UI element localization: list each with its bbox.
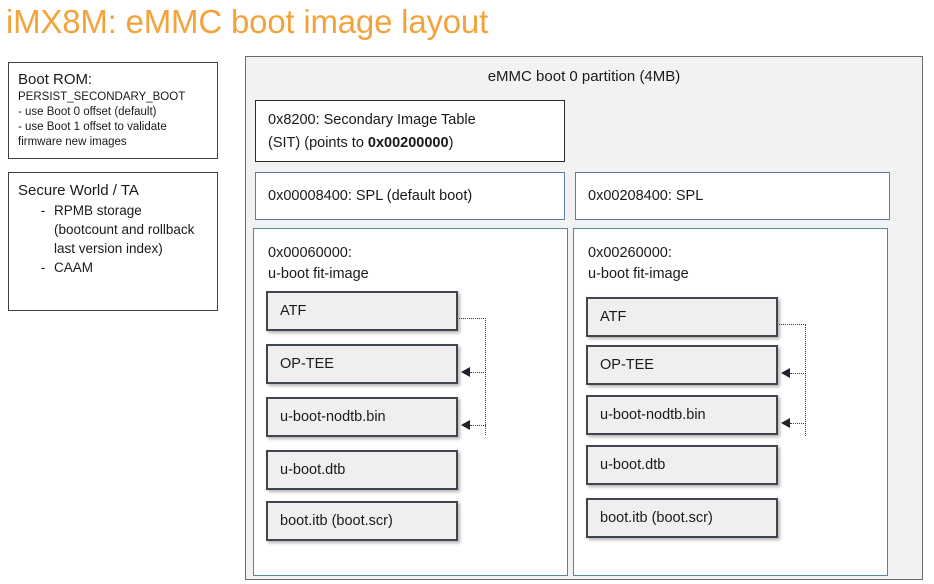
sit-line-1: 0x8200: Secondary Image Table xyxy=(268,112,476,128)
boot-rom-box: Boot ROM: PERSIST_SECONDARY_BOOT - use B… xyxy=(8,62,218,159)
bullet-dash-icon: - xyxy=(40,260,46,275)
page-title: iMX8M: eMMC boot image layout xyxy=(6,3,489,40)
fit-image-label-secondary: 0x00260000: u-boot fit-image xyxy=(588,245,689,282)
component-op-tee: OP-TEE xyxy=(266,344,458,384)
secure-world-bullet-rpmb-text: RPMB storage (bootcount and rollback las… xyxy=(54,203,195,256)
arrowhead-op-tee-primary xyxy=(461,367,470,377)
arrowhead-nodtb-secondary xyxy=(781,418,790,428)
sit-target-address: 0x00200000 xyxy=(367,135,449,151)
spl-box-secondary: 0x00208400: SPL xyxy=(575,172,890,220)
secondary-image-table-box: 0x8200: Secondary Image Table (SIT) (poi… xyxy=(255,100,565,162)
fit-image-container-primary: 0x00060000: u-boot fit-image ATF OP-TEE … xyxy=(253,228,568,576)
component-boot-itb: boot.itb (boot.scr) xyxy=(266,501,458,541)
component-u-boot-dtb: u-boot.dtb xyxy=(586,445,778,485)
fit-image-label-primary: 0x00060000: u-boot fit-image xyxy=(268,245,369,282)
boot-rom-line-4: firmware new images xyxy=(18,136,127,148)
secure-world-bullet-rpmb: - RPMB storage (bootcount and rollback l… xyxy=(18,201,209,258)
component-atf: ATF xyxy=(586,297,778,337)
boot-rom-line-2: - use Boot 0 offset (default) xyxy=(18,106,157,118)
sit-prefix: (SIT) (points to xyxy=(268,135,368,151)
boot-rom-heading: Boot ROM: xyxy=(18,71,93,88)
emmc-panel-title: eMMC boot 0 partition (4MB) xyxy=(487,68,681,85)
component-atf: ATF xyxy=(266,291,458,331)
component-op-tee: OP-TEE xyxy=(586,345,778,385)
component-u-boot-dtb: u-boot.dtb xyxy=(266,450,458,490)
boot-rom-line-3: - use Boot 1 offset to validate xyxy=(18,121,167,133)
secure-world-box: Secure World / TA - RPMB storage (bootco… xyxy=(8,172,218,311)
sit-suffix: ) xyxy=(448,135,454,151)
spl-box-primary: 0x00008400: SPL (default boot) xyxy=(255,172,565,220)
secure-world-bullet-caam: - CAAM xyxy=(18,258,209,277)
secure-world-heading: Secure World / TA xyxy=(18,182,139,199)
boot-rom-line-1: PERSIST_SECONDARY_BOOT xyxy=(18,91,186,103)
sit-line-2: (SIT) (points to 0x00200000) xyxy=(268,132,564,155)
arrowhead-op-tee-secondary xyxy=(781,368,790,378)
arrowhead-nodtb-primary xyxy=(461,420,470,430)
component-u-boot-nodtb-bin: u-boot-nodtb.bin xyxy=(266,397,458,437)
secure-world-bullet-caam-text: CAAM xyxy=(54,260,94,275)
component-u-boot-nodtb-bin: u-boot-nodtb.bin xyxy=(586,395,778,435)
bullet-dash-icon: - xyxy=(40,203,46,218)
component-boot-itb: boot.itb (boot.scr) xyxy=(586,498,778,538)
fit-image-container-secondary: 0x00260000: u-boot fit-image ATF OP-TEE … xyxy=(573,228,888,576)
